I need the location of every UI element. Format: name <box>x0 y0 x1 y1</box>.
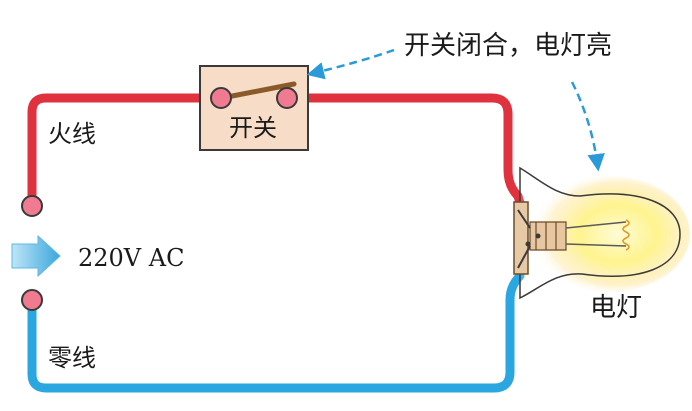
bulb-stem <box>529 221 567 251</box>
bulb-glow <box>530 176 690 292</box>
switch-terminal-left <box>210 87 232 109</box>
contact-dot-top <box>535 233 541 239</box>
filament-support-bottom <box>565 243 627 247</box>
neutral-wire-label: 零线 <box>48 344 96 372</box>
live-wire-label: 火线 <box>48 120 96 148</box>
switch-terminal-right <box>276 87 298 109</box>
neutral-wire <box>27 271 525 393</box>
switch-lever <box>219 81 297 101</box>
filament <box>622 219 630 251</box>
lamp-pointer-arrow <box>570 81 605 172</box>
source-label: 220V AC <box>78 244 184 272</box>
live-wire <box>27 93 527 215</box>
switch[interactable]: 开关 <box>199 65 309 151</box>
contact-wire-bottom <box>517 245 531 269</box>
filament-support-top <box>565 221 627 229</box>
live-terminal <box>21 195 43 217</box>
switch-label: 开关 <box>229 114 277 142</box>
bulb-glass <box>519 166 681 300</box>
light-bulb <box>513 166 690 300</box>
contact-dot-bottom <box>525 241 531 247</box>
annotation-label: 开关闭合，电灯亮 <box>404 31 612 61</box>
lamp-label: 电灯 <box>590 293 642 323</box>
switch-pointer-arrow <box>306 48 395 80</box>
neutral-terminal <box>21 289 43 311</box>
contact-wire-top <box>517 209 531 229</box>
source-arrow-icon <box>11 234 61 278</box>
